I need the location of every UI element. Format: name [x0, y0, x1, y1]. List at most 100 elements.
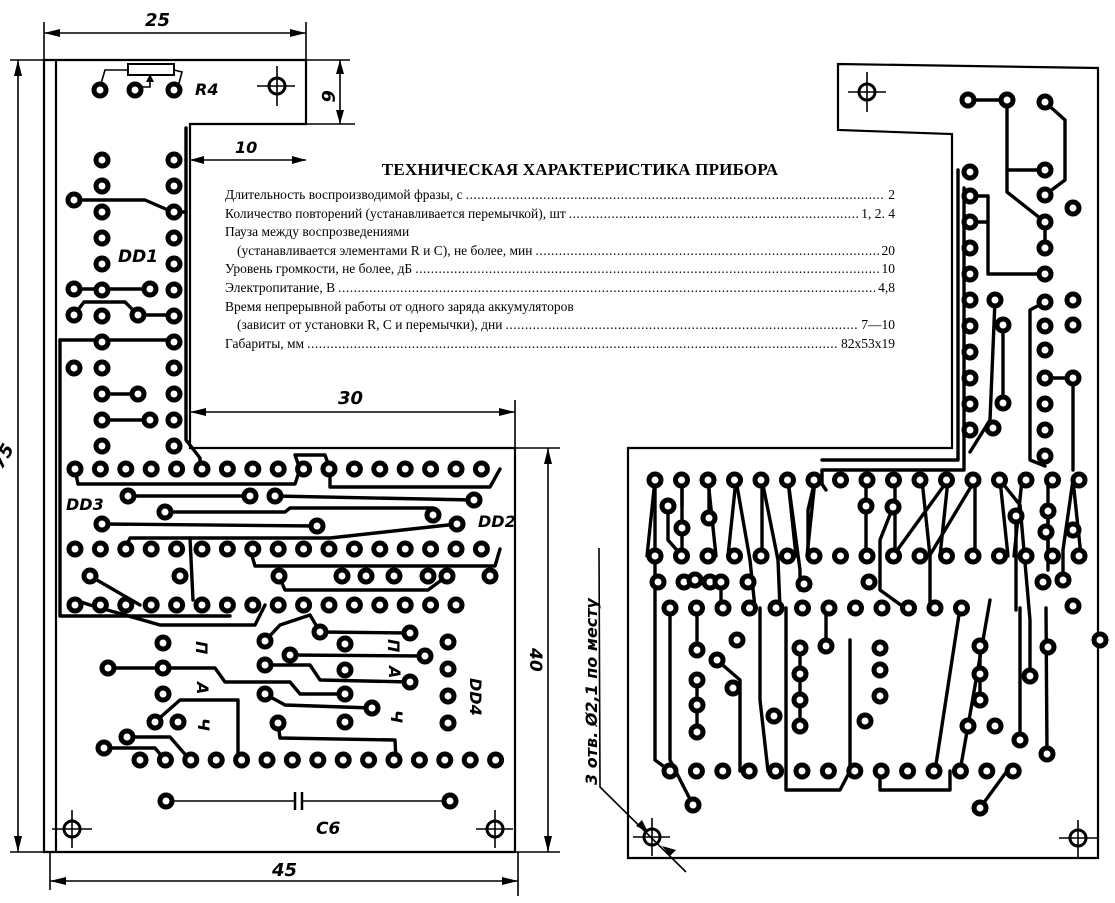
solder-pad [1039, 638, 1057, 656]
copper-trace [263, 613, 412, 643]
dim-10-label: 10 [235, 138, 257, 157]
solder-pad [673, 519, 691, 537]
solder-pad [141, 411, 159, 429]
solder-pad [1036, 369, 1054, 387]
solder-pad [233, 751, 251, 769]
solder-pad [1064, 369, 1082, 387]
copper-trace [786, 478, 802, 592]
solder-pad [193, 540, 211, 558]
solder-pad [93, 307, 111, 325]
solder-pad [791, 639, 809, 657]
dd3-label: DD3 [66, 495, 104, 514]
solder-pad [93, 281, 111, 299]
spec-label: Пауза между воспрозведениями [225, 224, 410, 240]
copper-trace [72, 300, 176, 317]
solder-pad [336, 713, 354, 731]
copper-trace [1043, 100, 1067, 197]
solder-pad [714, 762, 732, 780]
copper-trace [263, 663, 412, 684]
solder-pad [858, 471, 876, 489]
solder-pad [971, 637, 989, 655]
solder-pad [241, 487, 259, 505]
dimension-10: 10 [190, 138, 306, 164]
spec-rows: Длительность воспроизводимой фразы, с2Ко… [225, 186, 895, 353]
solder-pad [93, 255, 111, 273]
copper-trace [163, 506, 435, 514]
solder-pad [371, 540, 389, 558]
solder-pad [396, 596, 414, 614]
hole-note-leader: 3 отв. Ø2,1 по месту [582, 547, 687, 873]
solder-pad [1044, 471, 1061, 489]
dim-40-label: 40 [525, 647, 545, 672]
solder-pad [900, 599, 917, 617]
solder-pad [805, 547, 823, 565]
copper-trace [966, 98, 1047, 172]
spec-leader-dots [535, 242, 878, 261]
solder-pad [65, 359, 83, 377]
copper-trace [726, 478, 738, 558]
solder-pad [129, 385, 147, 403]
solder-pad [193, 596, 211, 614]
solder-pad [244, 596, 262, 614]
solder-pad [481, 567, 499, 585]
marker-p-right: П [384, 639, 403, 653]
copper-trace [248, 547, 502, 568]
solder-pad [154, 659, 172, 677]
solder-pad [256, 685, 274, 703]
solder-pad [699, 547, 717, 565]
solder-pad [93, 333, 111, 351]
solder-pad [396, 540, 414, 558]
copper-trace [968, 194, 1047, 276]
solder-pad [66, 596, 84, 614]
solder-pad [165, 307, 183, 325]
solder-pad [926, 599, 944, 617]
solder-pad [363, 699, 381, 717]
solder-pad [1037, 523, 1055, 541]
solder-pad [659, 497, 677, 515]
solder-pad [1039, 502, 1057, 520]
solder-pad [986, 291, 1004, 309]
solder-pad [218, 460, 236, 478]
solder-pad [741, 599, 758, 617]
solder-pad [165, 281, 183, 299]
solder-pad [396, 460, 414, 478]
spec-leader-dots [506, 316, 859, 335]
solder-pad [871, 661, 889, 679]
right-board-outline [626, 62, 1100, 860]
solder-pad [1038, 745, 1056, 763]
dimension-40: 40 [515, 447, 560, 853]
solder-pad [283, 751, 301, 769]
solder-pad [857, 497, 875, 515]
solder-pad [256, 632, 274, 650]
solder-pad [1070, 471, 1088, 489]
solder-pad [961, 163, 979, 181]
solder-pad [961, 395, 979, 413]
solder-pad [726, 547, 743, 565]
solder-pad [165, 81, 183, 99]
solder-pad [793, 762, 811, 780]
spec-value: 82x53x19 [841, 335, 895, 351]
solder-pad [461, 751, 479, 769]
solder-pad [961, 187, 979, 205]
solder-pad [91, 460, 109, 478]
copper-trace [73, 467, 302, 486]
spec-row: (устанавливается элементами R и С), не б… [225, 242, 895, 261]
solder-pad [767, 599, 785, 617]
copper-trace [760, 478, 782, 610]
marker-a-right: А [385, 664, 404, 678]
solder-pad [441, 792, 459, 810]
solder-pad [81, 567, 99, 585]
solder-pad [129, 306, 147, 324]
solder-pad [385, 751, 403, 769]
solder-pad [439, 633, 457, 651]
solder-pad [817, 637, 835, 655]
copper-trace [928, 478, 977, 610]
solder-pad [165, 255, 183, 273]
solder-pad [99, 659, 117, 677]
solder-pad [1036, 395, 1054, 413]
spec-title: ТЕХНИЧЕСКАЯ ХАРАКТЕРИСТИКА ПРИБОРА [381, 160, 779, 179]
solder-pad [154, 685, 172, 703]
solder-pad [688, 599, 705, 617]
solder-pad [416, 647, 434, 665]
solder-pad [1036, 186, 1054, 204]
